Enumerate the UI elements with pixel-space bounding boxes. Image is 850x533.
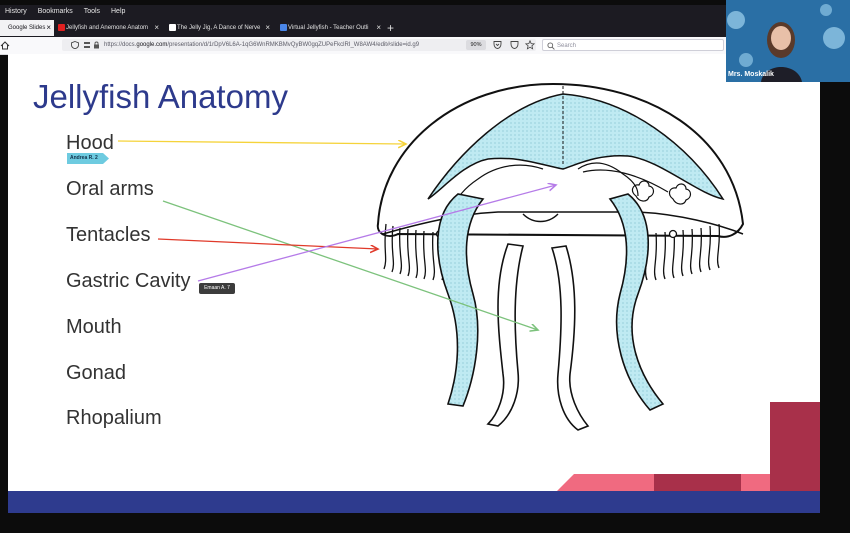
gonad-right	[668, 183, 692, 205]
cursor-tag-pointer-icon	[103, 153, 109, 164]
search-icon	[547, 42, 555, 50]
tab-jelly-jig[interactable]: The Jelly Jig, A Dance of Nerve ×	[167, 20, 273, 36]
home-icon[interactable]	[0, 39, 10, 51]
url-bar[interactable]: https://docs.google.com/presentation/d/1…	[62, 39, 536, 51]
arrow-tentacles	[157, 238, 378, 249]
rhopalium-right	[668, 229, 678, 239]
tab-jellyfish-anemone[interactable]: Jellyfish and Anemone Anatom ×	[56, 20, 162, 36]
label-mouth[interactable]: Mouth	[66, 316, 122, 338]
annotation-arrows	[117, 54, 820, 513]
close-icon[interactable]: ×	[376, 23, 381, 32]
label-hood[interactable]: Hood	[66, 132, 114, 154]
page-favicon-icon	[169, 24, 176, 31]
close-icon[interactable]: ×	[265, 23, 270, 32]
gastric-cavity-region	[427, 93, 725, 201]
tab-google-slides[interactable]: Google Slides ×	[0, 20, 54, 36]
tab-strip: Google Slides × Jellyfish and Anemone An…	[0, 19, 726, 37]
label-oral-arms[interactable]: Oral arms	[66, 178, 154, 200]
right-gutter	[826, 82, 850, 533]
zoom-level[interactable]: 90%	[466, 40, 486, 50]
menu-history[interactable]: History	[5, 8, 27, 15]
menu-tools[interactable]: Tools	[83, 8, 101, 15]
new-tab-button[interactable]: +	[387, 21, 395, 35]
oral-arm-center-right	[550, 245, 590, 431]
bookmark-star-icon[interactable]	[525, 40, 535, 50]
arrow-hood	[117, 141, 406, 144]
oral-arm-center-left	[486, 243, 525, 427]
decorative-corner-shapes	[556, 402, 820, 492]
bell-rim	[382, 211, 744, 235]
participant-name: Mrs. Moskalik	[728, 71, 774, 78]
close-icon[interactable]: ×	[46, 23, 51, 32]
menu-bar: History Bookmarks Tools Help	[0, 5, 726, 19]
slide-canvas: Jellyfish Anatomy Hood Oral arms Tentacl…	[8, 54, 820, 513]
label-gastric-cavity[interactable]: Gastric Cavity	[66, 270, 191, 292]
shield-icon[interactable]	[71, 41, 79, 49]
search-placeholder: Search	[557, 43, 577, 49]
arrow-gastric-cavity	[197, 185, 556, 282]
label-rhopalium[interactable]: Rhopalium	[66, 407, 162, 429]
oral-arm-right	[608, 193, 665, 411]
mouth	[522, 213, 559, 223]
oral-arm-left	[436, 193, 485, 407]
jellyfish-diagram[interactable]	[338, 74, 758, 434]
participant-video[interactable]	[726, 0, 850, 82]
pocket-icon[interactable]	[493, 40, 502, 50]
lock-icon	[94, 41, 99, 49]
permissions-icon[interactable]	[83, 41, 91, 49]
collaborator-cursor-tag: Andrea R. 2	[67, 153, 103, 164]
label-gonad[interactable]: Gonad	[66, 362, 127, 384]
youtube-favicon-icon	[58, 24, 65, 31]
label-tentacles[interactable]: Tentacles	[66, 224, 151, 246]
menu-bookmarks[interactable]: Bookmarks	[37, 8, 73, 15]
slide-footer-band	[8, 491, 820, 513]
url-text: https://docs.google.com/presentation/d/1…	[104, 42, 420, 48]
slide-title[interactable]: Jellyfish Anatomy	[33, 78, 288, 115]
video-background	[726, 0, 850, 82]
close-icon[interactable]: ×	[154, 23, 159, 32]
arrow-oral-arms	[162, 200, 538, 330]
collaborator-cursor-tag: Emaan A. 7	[199, 283, 235, 294]
docs-favicon-icon	[280, 24, 287, 31]
tab-virtual-jellyfish[interactable]: Virtual Jellyfish - Teacher Outli ×	[278, 20, 384, 36]
menu-help[interactable]: Help	[111, 8, 126, 15]
pocket-save-icon[interactable]	[510, 40, 519, 50]
search-input[interactable]: Search	[542, 39, 724, 51]
